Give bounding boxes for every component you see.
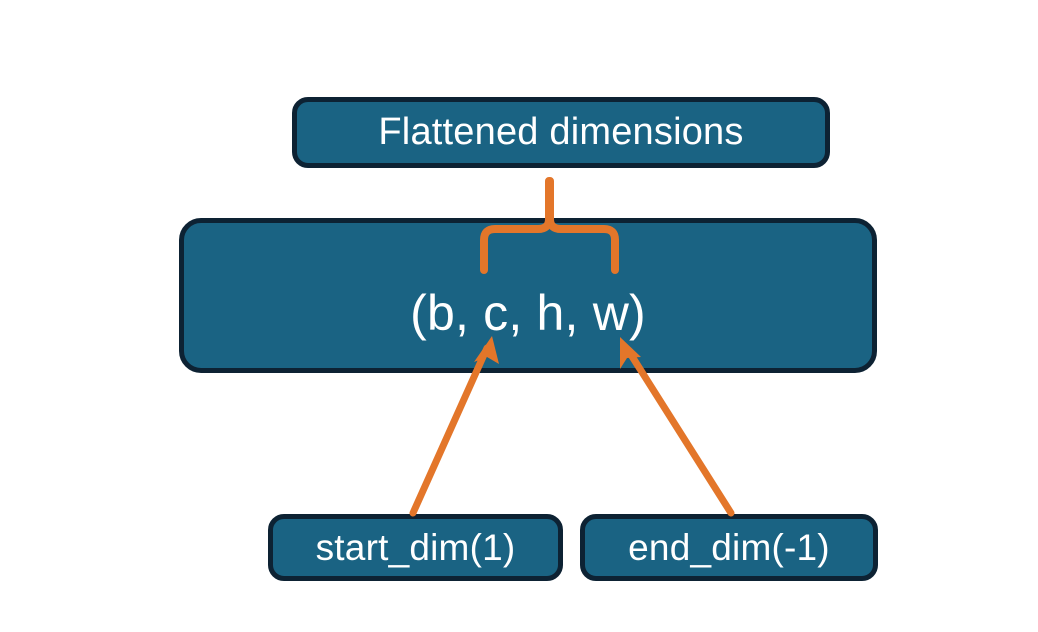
end-dim-arrow-line — [624, 346, 735, 517]
start-dim-label: start_dim(1) — [315, 526, 516, 568]
end-dim-label: end_dim(-1) — [628, 526, 830, 568]
start-dim-box: start_dim(1) — [268, 514, 563, 581]
flattened-dimensions-label: Flattened dimensions — [378, 111, 744, 153]
tensor-shape-label: (b, c, h, w) — [410, 285, 646, 341]
tensor-shape-box: (b, c, h, w) — [179, 218, 877, 373]
flattened-dimensions-box: Flattened dimensions — [292, 97, 830, 168]
end-dim-box: end_dim(-1) — [580, 514, 878, 581]
